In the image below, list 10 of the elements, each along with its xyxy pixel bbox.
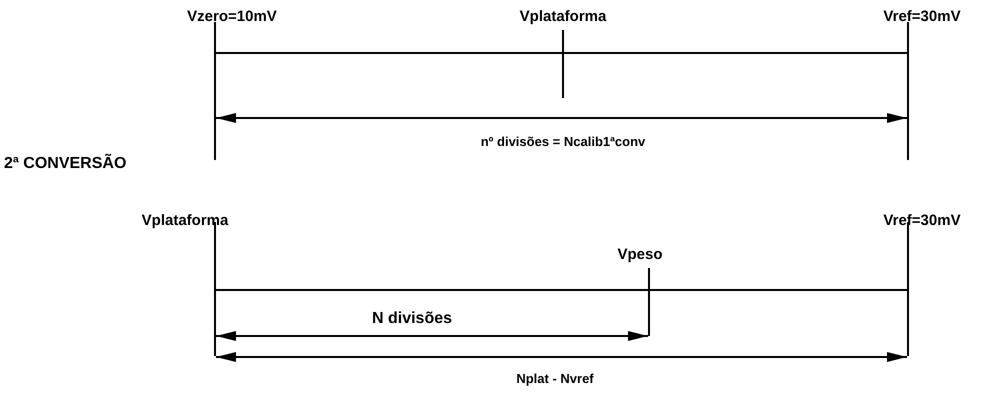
scale-label: Vzero=10mV	[187, 8, 277, 26]
section-heading: 2ª CONVERSÃO	[4, 155, 126, 173]
dimension-label: nº divisões = Ncalib1ªconv	[480, 133, 646, 151]
dimension-label: Nplat - Nvref	[516, 370, 594, 388]
scale-label: Vplataforma	[142, 212, 228, 230]
scale-label: Vpeso	[618, 246, 662, 264]
scale-label: Vref=30mV	[883, 212, 961, 230]
scale-label: Vplataforma	[520, 8, 606, 26]
scale-label: Vref=30mV	[883, 8, 961, 26]
dimension-label: N divisões	[372, 310, 452, 328]
